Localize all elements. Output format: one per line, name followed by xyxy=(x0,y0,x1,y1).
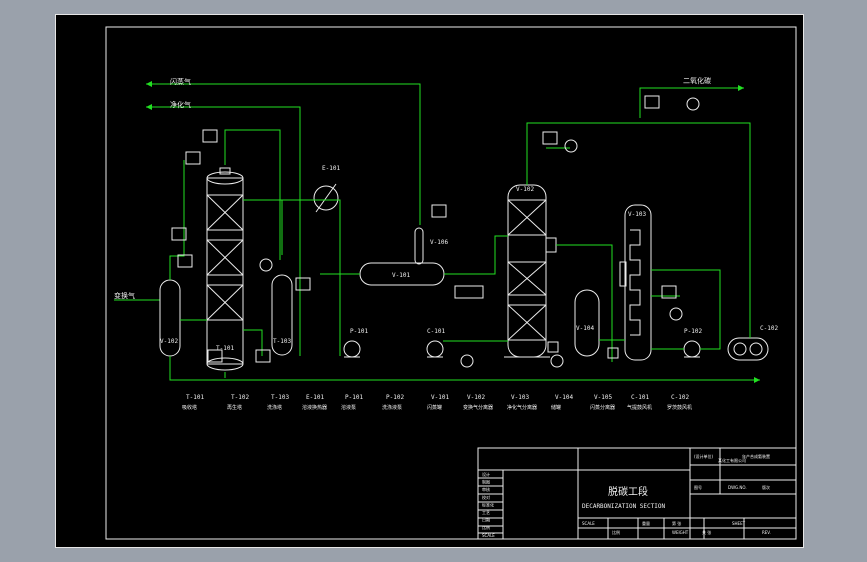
title-block-mid-cell: 图号 xyxy=(694,484,702,490)
outlet-arrow xyxy=(754,377,760,383)
tag-t101: T-101 xyxy=(216,345,234,352)
title-block-left-cell: 比例 xyxy=(482,524,490,530)
stream-shift-gas-label: 变换气 xyxy=(114,291,135,300)
legend-tag: P-101 xyxy=(345,394,363,401)
tag-v102-column: V-102 xyxy=(516,186,534,193)
tag-c101: C-101 xyxy=(427,328,445,335)
title-block-left-cell: 制图 xyxy=(482,479,490,485)
title-block-left-cell: 标准化 xyxy=(482,501,494,507)
tag-v106: V-106 xyxy=(430,239,448,246)
legend-name: 洗涤液泵 xyxy=(382,404,402,411)
title-block-bottom-cell: 共 张 xyxy=(702,529,711,535)
stream-flash-gas-label: 闪蒸气 xyxy=(170,77,191,86)
vessel-t103 xyxy=(271,274,293,356)
legend-tag: V-102 xyxy=(467,394,485,401)
legend-name: 气提鼓风机 xyxy=(627,404,652,411)
tag-c102: C-102 xyxy=(760,325,778,332)
column-v102 xyxy=(504,184,557,358)
legend-name: 储罐 xyxy=(551,404,561,411)
title-block xyxy=(477,447,797,540)
legend-tag: T-101 xyxy=(186,394,204,401)
legend-tag: C-102 xyxy=(671,394,689,401)
legend-tag: P-102 xyxy=(386,394,404,401)
tag-p102: P-102 xyxy=(684,328,702,335)
title-block-bottom-cell: SCALE xyxy=(582,521,595,526)
title-block-bottom-cell: SHEET xyxy=(732,521,746,526)
title-block-bottom-cell: 重量 xyxy=(642,520,650,526)
tag-v102-left: V-102 xyxy=(160,338,178,345)
legend-tag: V-101 xyxy=(431,394,449,401)
stream-co2-label: 二氧化碳 xyxy=(683,76,711,85)
title-block-left-cell: 审核 xyxy=(482,486,490,492)
title-block-subtitle: DECARBONIZATION SECTION xyxy=(582,503,665,510)
title-block-mid-cell: 版次 xyxy=(762,484,770,490)
blower-c102 xyxy=(727,337,769,361)
legend-name: 闪蒸罐 xyxy=(427,404,442,411)
legend-tag: V-104 xyxy=(555,394,573,401)
exchanger-e101 xyxy=(313,183,339,213)
flash-gas-line xyxy=(146,81,421,225)
tag-v103-column: V-103 xyxy=(628,211,646,218)
column-v103 xyxy=(619,204,652,361)
legend-tag: T-102 xyxy=(231,394,249,401)
title-block-mid-cell: DWG.NO. xyxy=(728,485,747,490)
title-block-title: 脱碳工段 xyxy=(608,485,648,498)
tag-v104: V-104 xyxy=(576,325,594,332)
tag-t103: T-103 xyxy=(273,338,291,345)
title-block-bottom-rows: SCALE 比例 重量 WEIGHT 第 张共 张 SHEET REV. xyxy=(582,520,771,535)
equipment-legend: T-101 吸收塔 T-102 再生塔 T-103 洗涤塔 E-101 溶液换热器 P-101 溶… xyxy=(182,394,692,411)
legend-name: 罗茨鼓风机 xyxy=(667,404,692,411)
stream-purified-gas-label: 净化气 xyxy=(170,100,191,109)
tag-p101: P-101 xyxy=(350,328,368,335)
title-block-left-cell: 日期 xyxy=(482,517,490,523)
inner-border xyxy=(105,26,797,540)
title-block-left-cell: 设计 xyxy=(482,471,490,477)
title-block-left-cell: SCALE xyxy=(482,533,495,538)
column-t101 xyxy=(206,167,244,371)
title-block-bottom-cell: REV. xyxy=(762,530,771,535)
pump-p102 xyxy=(683,340,701,358)
title-block-left-cell: 校对 xyxy=(482,494,490,500)
legend-name: 溶液泵 xyxy=(341,404,356,411)
legend-name: 洗涤塔 xyxy=(267,404,282,411)
legend-name: 再生塔 xyxy=(227,404,242,411)
title-block-right-cell: 某化工有限公司 xyxy=(718,457,746,463)
title-block-right-cell: 年产合成氨装置 xyxy=(742,453,770,459)
co2-line xyxy=(639,85,744,118)
legend-name: 变换气分离器 xyxy=(463,404,493,411)
legend-tag: V-105 xyxy=(594,394,612,401)
legend-name: 闪蒸分离器 xyxy=(590,404,615,411)
title-block-left-cell: 工艺 xyxy=(482,510,490,515)
drawing-frame xyxy=(55,14,804,548)
legend-tag: V-103 xyxy=(511,394,529,401)
process-piping xyxy=(169,122,760,381)
legend-tag: T-103 xyxy=(271,394,289,401)
purified-gas-line xyxy=(146,104,301,290)
tag-e101: E-101 xyxy=(322,165,340,172)
legend-name: 净化气分离器 xyxy=(507,404,537,411)
title-block-bottom-cell: 比例 xyxy=(612,529,620,535)
title-block-bottom-cell: 第 张 xyxy=(672,520,681,526)
title-block-bottom-cell: WEIGHT xyxy=(672,530,689,535)
tank-v104 xyxy=(574,289,600,357)
title-block-right-cell: (设计单位) xyxy=(694,453,714,459)
legend-tag: C-101 xyxy=(631,394,649,401)
instruments xyxy=(171,95,700,368)
title-block-mid-rows: 图号 DWG.NO. 版次 xyxy=(694,484,770,490)
tag-v101: V-101 xyxy=(392,272,410,279)
legend-tag: E-101 xyxy=(306,394,324,401)
legend-name: 溶液换热器 xyxy=(302,404,327,411)
pump-p101 xyxy=(343,340,361,358)
blower-c101 xyxy=(426,340,444,358)
legend-name: 吸收塔 xyxy=(182,404,197,411)
